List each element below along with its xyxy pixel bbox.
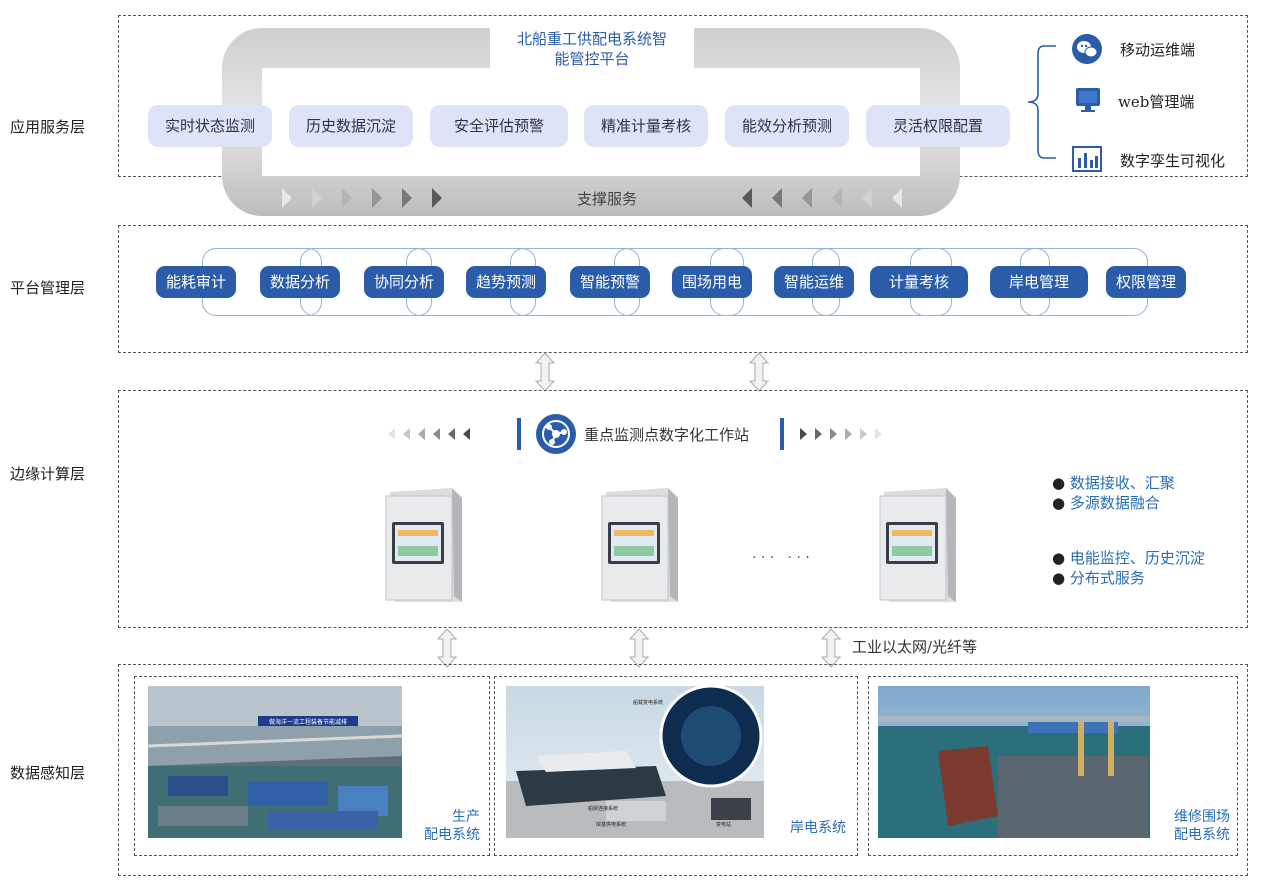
support-chevrons-left xyxy=(742,188,902,208)
chart-icon xyxy=(1072,146,1102,176)
caption-shore-power: 岸电系统 xyxy=(790,820,846,836)
feature-item: ● 多源数据融合 xyxy=(1052,494,1160,512)
chevron-right-icon xyxy=(830,428,837,440)
chevron-left-icon xyxy=(418,428,425,440)
chevron-right-icon xyxy=(860,428,867,440)
chevron-left-icon xyxy=(892,188,902,208)
platform-smart-warning[interactable]: 智能预警 xyxy=(570,266,651,298)
platform-permission[interactable]: 权限管理 xyxy=(1106,266,1187,298)
shore-power-photo: 船载变电系统 船岸连接系统 岸基供电系统 变电站 xyxy=(506,686,764,838)
caption-repair-yard: 维修围场 配电系统 xyxy=(1174,809,1230,843)
perception-layer-label: 数据感知层 xyxy=(10,764,86,782)
system-box-production xyxy=(134,676,490,856)
double-arrow-icon xyxy=(628,628,650,668)
client-twin-label: 数字孪生可视化 xyxy=(1120,152,1226,170)
chevron-right-icon xyxy=(342,188,352,208)
device-ellipsis: · · · · · · xyxy=(752,550,810,566)
platform-metering-assessment[interactable]: 计量考核 xyxy=(870,266,968,298)
edge-layer-box xyxy=(118,390,1248,628)
platform-smart-maintenance[interactable]: 智能运维 xyxy=(774,266,855,298)
module-realtime-monitoring[interactable]: 实时状态监测 xyxy=(148,105,272,147)
chevron-left-icon xyxy=(832,188,842,208)
double-arrow-icon xyxy=(534,352,556,392)
chevron-left-icon xyxy=(448,428,455,440)
platform-title-line2: 能管控平台 xyxy=(554,50,630,68)
wechat-icon xyxy=(1072,34,1102,64)
feature-item: ● 电能监控、历史沉淀 xyxy=(1052,549,1205,567)
edge-device-2 xyxy=(601,488,678,602)
module-efficiency-analysis[interactable]: 能效分析预测 xyxy=(725,105,849,147)
network-hub-icon xyxy=(536,414,576,454)
chevron-right-icon xyxy=(845,428,852,440)
platform-yard-power[interactable]: 围场用电 xyxy=(672,266,753,298)
caption-production: 生产 配电系统 xyxy=(424,809,480,843)
shore-label-connection: 船岸连接系统 xyxy=(588,805,618,812)
module-permission-config[interactable]: 灵活权限配置 xyxy=(866,105,1010,147)
chevron-left-icon xyxy=(388,428,395,440)
application-layer-label: 应用服务层 xyxy=(10,118,86,136)
chevron-right-icon xyxy=(432,188,442,208)
module-metering[interactable]: 精准计量考核 xyxy=(584,105,708,147)
chevron-left-icon xyxy=(463,428,470,440)
repair-yard-photo xyxy=(878,686,1150,838)
chevron-right-icon xyxy=(800,428,807,440)
chevron-right-icon xyxy=(402,188,412,208)
chevron-right-icon xyxy=(312,188,322,208)
platform-data-analysis[interactable]: 数据分析 xyxy=(260,266,341,298)
platform-energy-audit[interactable]: 能耗审计 xyxy=(156,266,237,298)
chevron-left-icon xyxy=(433,428,440,440)
platform-layer-label: 平台管理层 xyxy=(10,279,86,297)
platform-title: 北船重工供配电系统智 能管控平台 xyxy=(490,29,694,69)
platform-trend-forecast[interactable]: 趋势预测 xyxy=(466,266,547,298)
station-bar-right xyxy=(780,418,784,450)
chevron-left-icon xyxy=(862,188,872,208)
shore-label-supply: 岸基供电系统 xyxy=(596,821,626,828)
edge-device-3 xyxy=(879,488,956,602)
platform-collab-analysis[interactable]: 协同分析 xyxy=(364,266,445,298)
shore-label-ship: 船载变电系统 xyxy=(633,699,663,706)
platform-layer-box xyxy=(118,225,1248,353)
double-arrow-icon xyxy=(820,628,842,668)
double-arrow-icon xyxy=(748,352,770,392)
chevron-right-icon xyxy=(282,188,292,208)
chevron-left-icon xyxy=(802,188,812,208)
perception-layer-box xyxy=(118,664,1248,876)
platform-title-line1: 北船重工供配电系统智 xyxy=(516,30,667,48)
edge-features-b: ● 电能监控、历史沉淀 ● 分布式服务 xyxy=(1052,548,1205,588)
client-brace xyxy=(1027,45,1056,159)
system-box-yard xyxy=(868,676,1238,856)
feature-item: ● 数据接收、汇聚 xyxy=(1052,474,1175,492)
feature-item: ● 分布式服务 xyxy=(1052,569,1145,587)
station-title: 重点监测点数字化工作站 xyxy=(584,426,750,444)
chevron-right-icon xyxy=(875,428,882,440)
client-web-label: web管理端 xyxy=(1118,93,1195,111)
production-workshop-photo: 做海洋一流工程装备节能减排 xyxy=(148,686,402,838)
shore-label-substation: 变电站 xyxy=(716,821,731,828)
chevron-right-icon xyxy=(815,428,822,440)
chevron-left-icon xyxy=(772,188,782,208)
platform-shore-power[interactable]: 岸电管理 xyxy=(990,266,1088,298)
edge-features-a: ● 数据接收、汇聚 ● 多源数据融合 xyxy=(1052,473,1175,513)
double-arrow-icon xyxy=(436,628,458,668)
system-box-shore xyxy=(494,676,858,856)
module-safety-warning[interactable]: 安全评估预警 xyxy=(430,105,568,147)
edge-layer-label: 边缘计算层 xyxy=(10,465,86,483)
network-label: 工业以太网/光纤等 xyxy=(852,638,978,656)
chevron-left-icon xyxy=(403,428,410,440)
chevron-left-icon xyxy=(742,188,752,208)
client-mobile-label: 移动运维端 xyxy=(1120,41,1196,59)
edge-chevrons-right xyxy=(800,428,882,440)
monitor-icon xyxy=(1074,86,1102,118)
support-chevrons-right xyxy=(282,188,442,208)
chevron-right-icon xyxy=(372,188,382,208)
workshop-banner-text: 做海洋一流工程装备节能减排 xyxy=(269,718,347,726)
station-bar-left xyxy=(517,418,521,450)
support-service-label: 支撑服务 xyxy=(577,190,638,208)
edge-chevrons-left xyxy=(388,428,470,440)
module-history-data[interactable]: 历史数据沉淀 xyxy=(289,105,413,147)
edge-device-1 xyxy=(385,488,462,602)
